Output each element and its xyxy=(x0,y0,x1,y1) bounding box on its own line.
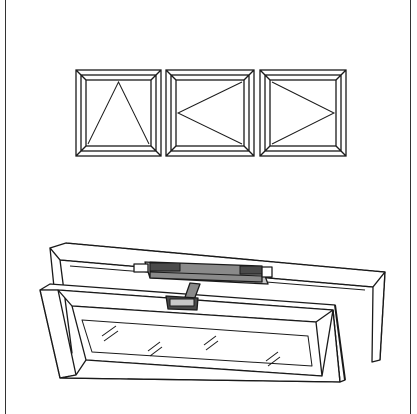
window-icon-bottom-hung xyxy=(75,69,162,157)
opened-sash xyxy=(39,283,346,383)
window-icon-side-hung-left xyxy=(259,69,347,157)
glass-reflections xyxy=(101,325,281,367)
caption-text xyxy=(10,0,250,4)
window-actuator-illustration xyxy=(39,242,386,383)
window-icon-side-hung-right xyxy=(165,69,255,157)
chain-actuator xyxy=(133,261,273,311)
